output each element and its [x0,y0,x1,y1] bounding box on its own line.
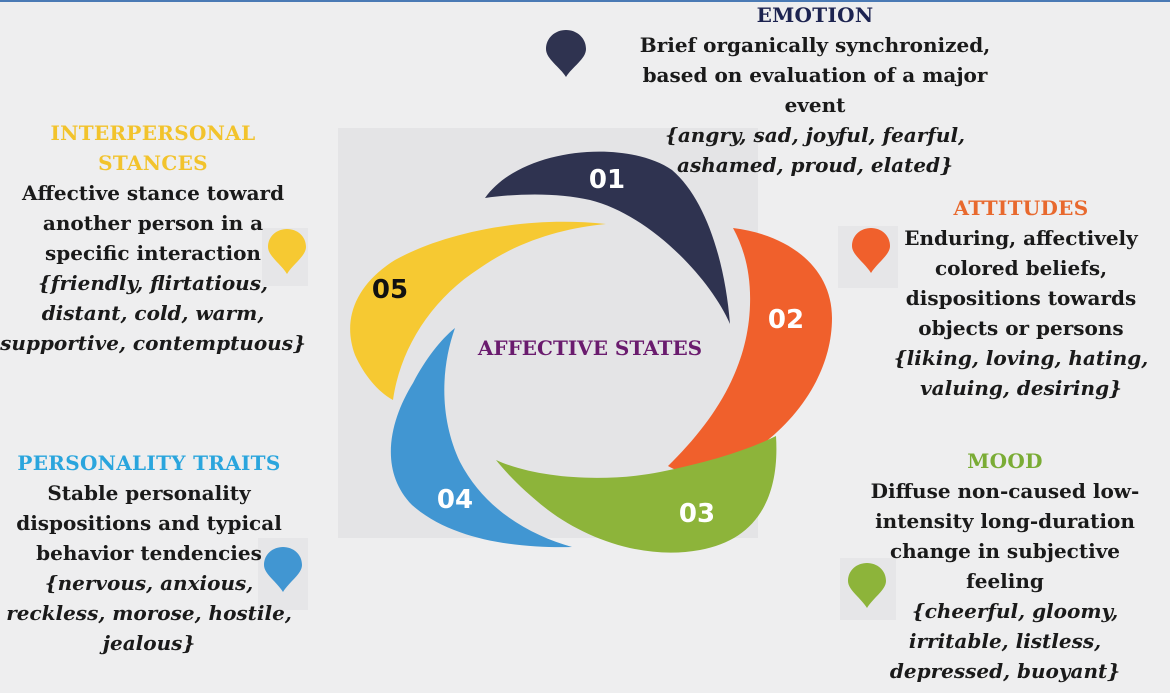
personality-line: behavior tendencies [36,541,262,565]
mood-line: change in subjective [889,539,1121,563]
center-label: AFFECTIVE STATES [477,336,703,360]
mood-line: feeling [966,569,1044,593]
interpersonal-title: STANCES [98,151,208,175]
pin-interpersonal-icon [268,229,306,274]
emotion-examples: ashamed, proud, elated} [677,153,953,177]
personality-examples: jealous} [102,631,196,655]
segment-04 [390,328,572,548]
personality-title: PERSONALITY TRAITS [17,451,281,475]
personality-line: dispositions and typical [16,511,282,535]
mood-examples: {cheerful, gloomy, [911,599,1119,623]
interpersonal-examples: distant, cold, warm, [41,301,265,325]
emotion-line: based on evaluation of a major [642,63,988,87]
personality-block: PERSONALITY TRAITS Stable personality di… [0,448,298,658]
pin-mood-icon [848,563,886,608]
segment-label-04: 04 [437,485,473,515]
emotion-line: Brief organically synchronized, [639,33,991,57]
personality-examples: reckless, morose, hostile, [6,601,292,625]
personality-examples: {nervous, anxious, [44,571,254,595]
segment-label-05: 05 [372,275,408,305]
interpersonal-examples: supportive, contemptuous} [0,331,306,355]
segment-03 [496,436,777,553]
attitudes-line: Enduring, affectively [904,226,1138,250]
emotion-block: EMOTION Brief organically synchronized, … [600,0,1030,180]
segment-01 [485,151,730,324]
interpersonal-line: another person in a [42,211,264,235]
mood-line: intensity long-duration [875,509,1135,533]
attitudes-line: objects or persons [918,316,1124,340]
mood-block: MOOD Diffuse non-caused low- intensity l… [860,446,1150,686]
pin-emotion-icon [546,30,586,77]
interpersonal-block: INTERPERSONAL STANCES Affective stance t… [0,118,306,358]
interpersonal-title: INTERPERSONAL [50,121,256,145]
attitudes-examples: valuing, desiring} [920,376,1122,400]
mood-title: MOOD [967,449,1043,473]
attitudes-block: ATTITUDES Enduring, affectively colored … [890,193,1152,403]
attitudes-examples: {liking, loving, hating, [893,346,1149,370]
personality-line: Stable personality [47,481,251,505]
segment-02 [668,228,832,473]
segment-label-03: 03 [679,499,715,529]
interpersonal-line: Affective stance toward [21,181,285,205]
emotion-title: EMOTION [756,3,874,27]
segment-label-01: 01 [589,165,625,195]
attitudes-line: colored beliefs, [934,256,1108,280]
segment-label-02: 02 [768,305,804,335]
mood-examples: irritable, listless, [908,629,1102,653]
segment-05 [350,221,606,400]
pin-personality-icon [264,547,302,592]
pin-attitudes-icon [852,228,890,273]
mood-line: Diffuse non-caused low- [870,479,1140,503]
attitudes-title: ATTITUDES [953,196,1089,220]
interpersonal-line: specific interaction [45,241,261,265]
attitudes-line: dispositions towards [905,286,1137,310]
top-border [0,0,1170,2]
mood-examples: depressed, buoyant} [889,659,1121,683]
interpersonal-examples: {friendly, flirtatious, [38,271,268,295]
emotion-examples: {angry, sad, joyful, fearful, [664,123,966,147]
emotion-line: event [784,93,846,117]
